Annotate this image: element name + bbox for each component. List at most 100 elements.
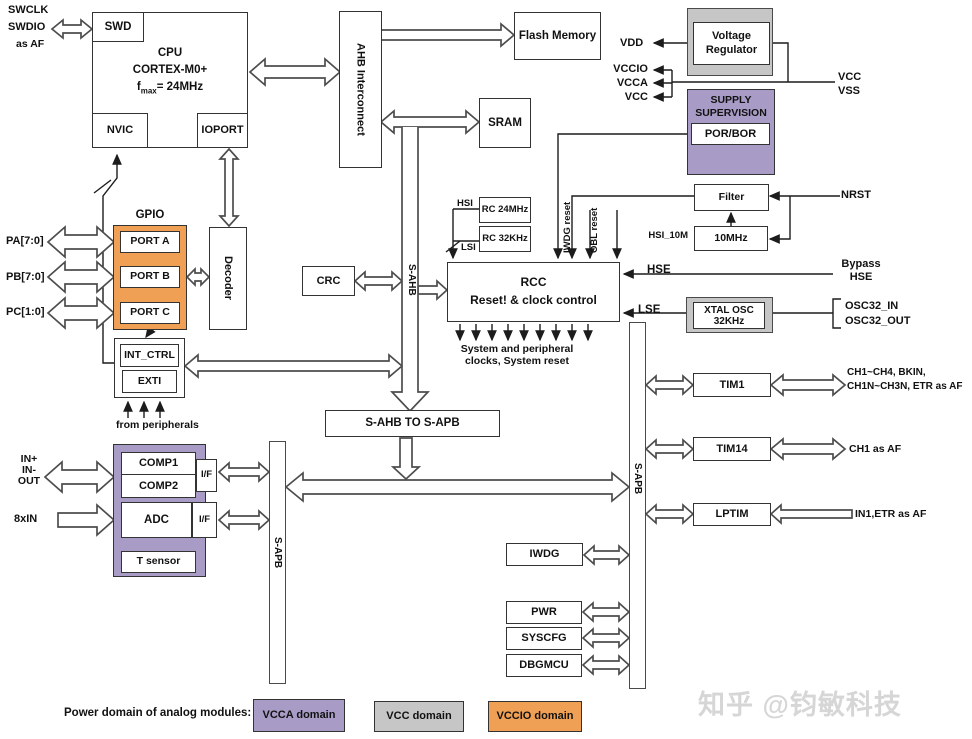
pin-vdd: VDD [620,37,644,49]
arrow-exti-bus [183,353,404,379]
arrow-pa [46,225,116,259]
arrow-ioport-decoder [218,147,240,228]
label-hse: HSE [647,264,671,276]
bypass-line2: HSE [849,271,873,283]
nvic-block: NVIC [92,113,148,148]
label-hsi10m: HSI_10M [648,230,688,241]
cpu-fmax: fmax= 24MHz [136,81,204,96]
pin-in-minus: IN- [22,464,36,476]
bypass-line1: Bypass [841,258,881,270]
pin-vss: VSS [838,85,861,97]
arrow-syscfg-bar [581,627,631,649]
pin-lptim-io: IN1,ETR as AF [855,508,927,520]
pin-out: OUT [17,475,41,487]
arrow-adcif-bar [217,509,271,531]
supply-line1: SUPPLY [710,94,752,106]
portc-block: PORT C [120,302,180,324]
sahb2sapb-bridge: S-AHB TO S-APB [325,410,500,437]
pin-vcc-left: VCC [624,91,648,103]
arrow-bar-tim14 [644,438,695,460]
sapb-bus-right: S-APB [629,322,646,689]
voltage-regulator-block: Voltage Regulator [693,22,770,65]
arrow-pb [46,260,116,294]
arrow-bar-lptim [644,503,695,525]
flash-block: Flash Memory [514,12,601,60]
adc-block: ADC [121,502,192,538]
arrow-swd [50,18,94,40]
pin-bypass-hse: Bypass HSE [830,258,892,284]
porta-block: PORT A [120,231,180,253]
arrow-bar-tim1 [644,374,695,396]
sapb-bus-left: S-APB [269,441,286,684]
pin-in-plus: IN+ [20,453,38,465]
wire-vreg-vcc [773,42,789,82]
arrow-bus-rcc [417,279,449,301]
iwdg-block: IWDG [506,543,583,566]
bus-slash-nvic [93,179,112,194]
tsensor-block: T sensor [121,551,196,573]
osc32-bracket [832,298,841,329]
arrow-bridge-trunk [390,437,422,481]
dbgmcu-block: DBGMCU [506,654,582,677]
arrow-pwr-bar [581,601,631,623]
pin-swclk: SWCLK [8,4,49,16]
label-obl-reset: OBL reset [589,207,600,253]
arrow-compif-bar [217,461,271,483]
syscfg-block: SYSCFG [506,627,582,650]
watermark: 知乎 @钧敏科技 [698,690,902,720]
arrow-crc-bus [353,270,404,292]
xtal-line2: 32KHz [713,316,745,327]
label-gpio: GPIO [135,209,165,221]
wire-filter-rcc [567,195,694,260]
lptim-block: LPTIM [693,503,771,526]
pin-osc32out: OSC32_OUT [845,315,911,327]
vreg-line1: Voltage [712,30,751,42]
label-lse: LSE [638,304,661,316]
label-hsi: HSI [457,198,473,209]
arrow-ahb-sram [379,109,481,135]
pin-8xin: 8xIN [14,513,38,525]
rc32-block: RC 32KHz [479,226,531,252]
comp2-block: COMP2 [121,474,196,498]
block-arrows [43,18,853,676]
decoder-block: Decoder [209,227,247,330]
arrow-8xin [57,503,116,537]
label-iwdg-reset: IWDG reset [562,201,573,253]
thin-wires [93,38,841,551]
exti-block: EXTI [122,370,177,393]
arrow-dbgmcu-bar [581,654,631,676]
bus-slash-lsi [445,240,461,253]
arrow-ahb-flash [380,22,516,48]
arrow-gpio-decoder [185,266,211,288]
pin-comp-io: IN+ IN- OUT [10,454,48,487]
cpu-title: CPU [157,47,183,59]
label-lsi: LSI [461,242,476,253]
pin-as-af: as AF [16,38,45,50]
legend-title: Power domain of analog modules: [64,707,252,719]
pin-tim14-io: CH1 as AF [849,443,902,455]
rcc-title: RCC [520,275,547,289]
rcc-subtitle: Reset! & clock control [470,293,597,307]
label-from-peripherals: from peripherals [116,419,199,431]
ioport-block: IOPORT [197,113,248,148]
rc24-block: RC 24MHz [479,197,531,223]
pin-nrst: NRST [841,189,871,201]
wire-intctrl-nvic [102,153,122,364]
pin-osc32in: OSC32_IN [845,300,899,312]
arrow-tim1-pins [769,373,847,397]
label-system-clocks: System and peripheral clocks, System res… [437,343,597,367]
pin-pc: PC[1:0] [6,306,45,318]
porbor-block: POR/BOR [691,123,770,145]
rcc-block: RCC Reset! & clock control [447,262,620,322]
tim14-block: TIM14 [693,437,771,461]
vreg-line2: Regulator [705,44,758,56]
legend-vcc-domain: VCC domain [374,701,464,732]
tim1-block: TIM1 [693,373,771,397]
sahb-bus-label: S-AHB [406,264,417,296]
arrow-iwdg-bar [582,544,631,566]
tim1-io-line2: CH1N~CH3N, ETR as AF [847,381,963,392]
tim1-io-line1: CH1~CH4, BKIN, [847,367,926,378]
pin-swdio: SWDIO [8,21,46,33]
crc-block: CRC [302,266,355,296]
